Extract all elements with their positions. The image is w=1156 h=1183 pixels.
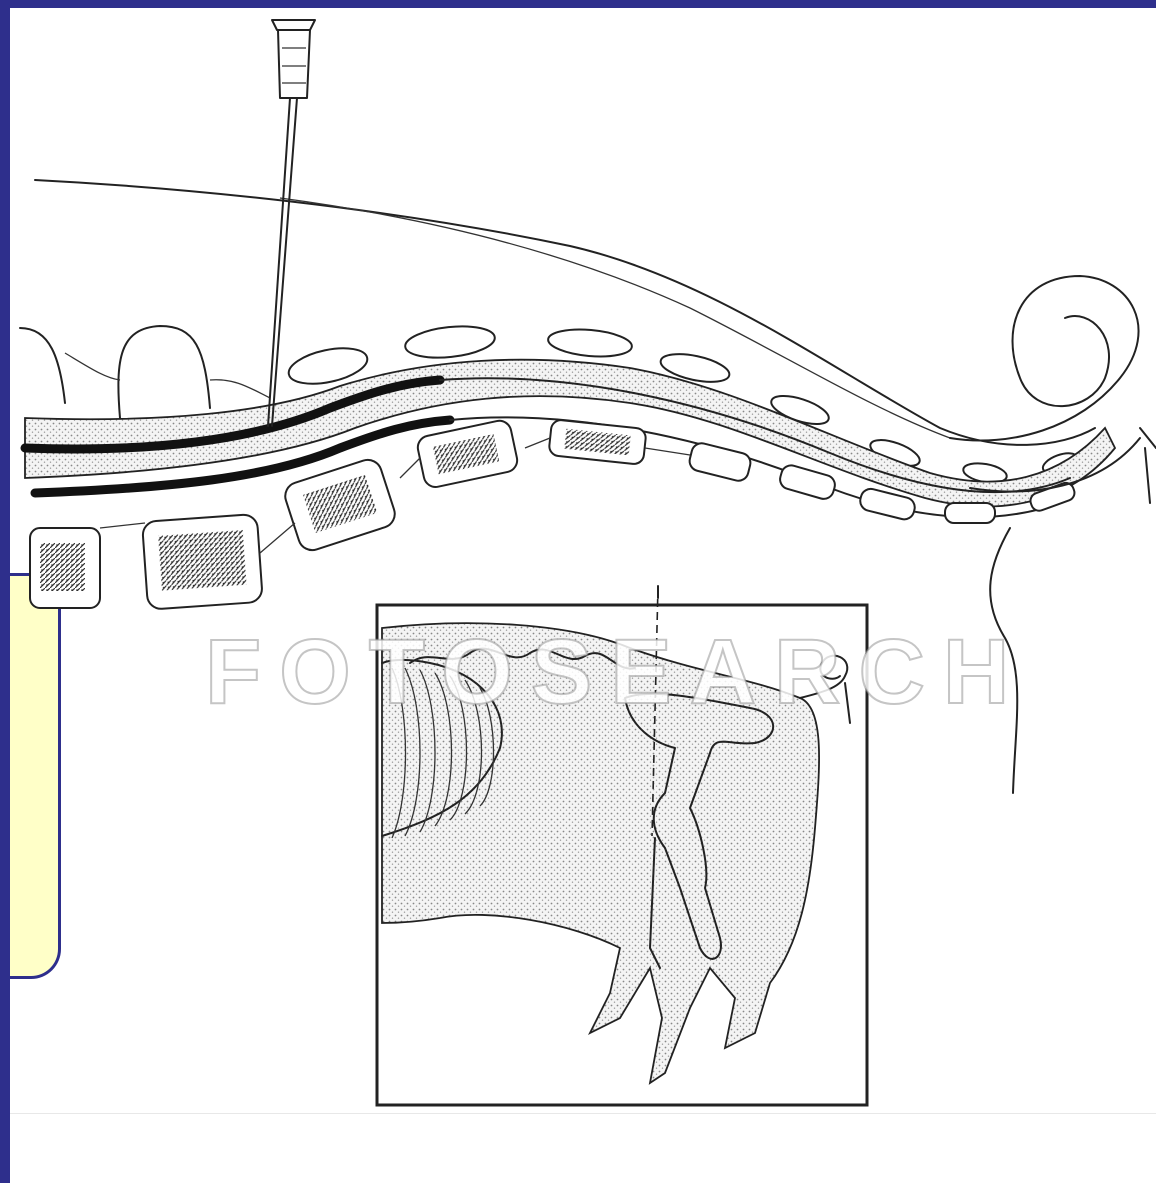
spinous-process — [118, 326, 210, 418]
tail-curl — [950, 276, 1139, 441]
footer-divider — [10, 1113, 1156, 1114]
skin-outline — [35, 180, 1095, 445]
tail-cord — [990, 528, 1017, 793]
slide-canvas: FOTOSEARCH — [10, 8, 1156, 1183]
inset-pig-figure — [377, 586, 867, 1105]
spine-diagram — [10, 8, 1156, 1183]
